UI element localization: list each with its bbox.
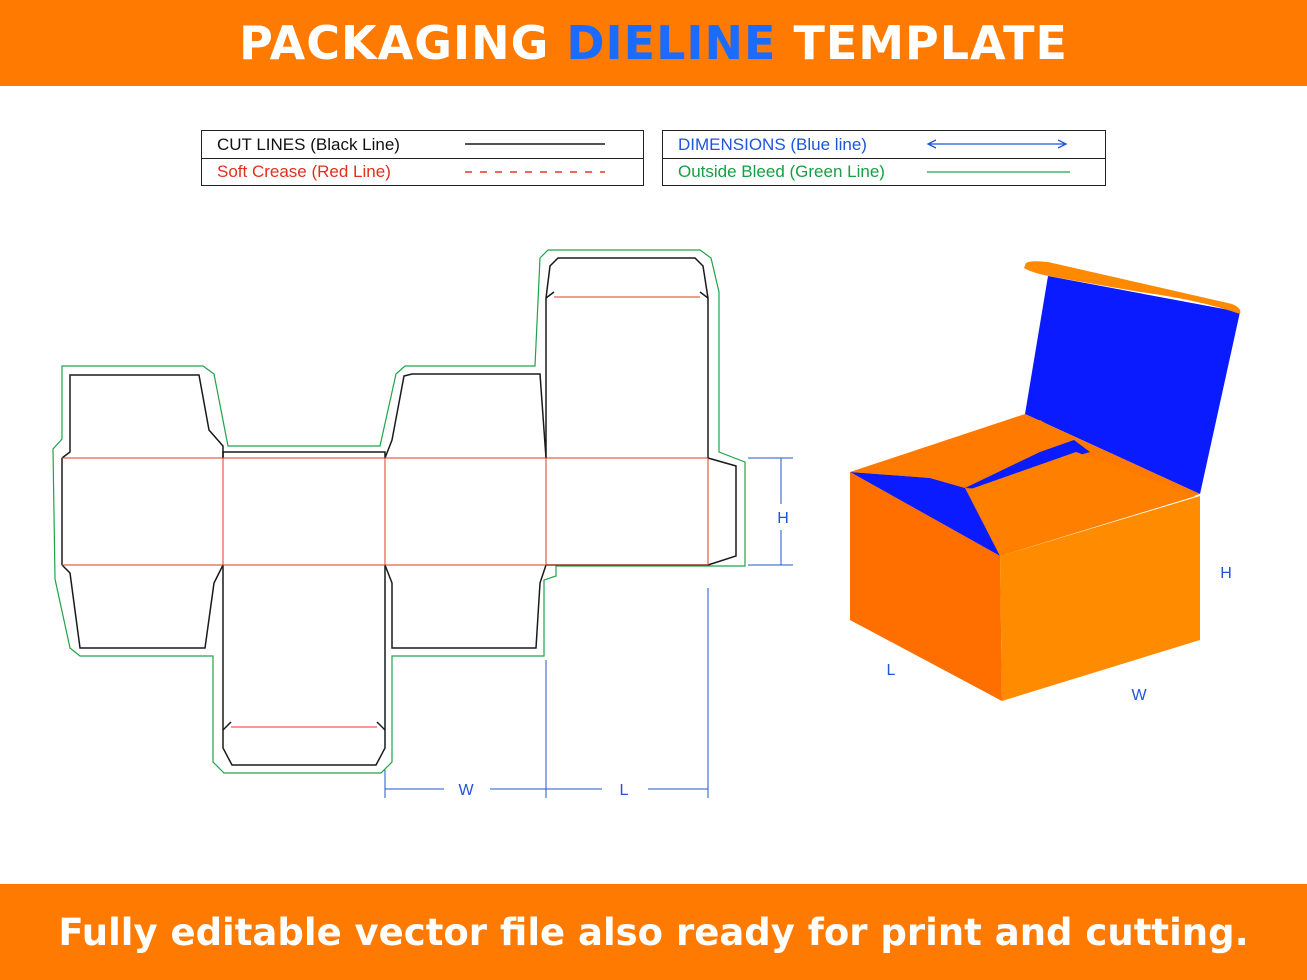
- box-face-right: [1000, 496, 1200, 701]
- dieline-flat: H W L: [52, 249, 793, 799]
- box-label-w: W: [1131, 687, 1147, 704]
- box-face-left: [850, 472, 1002, 701]
- cut-panel2-top: [222, 451, 386, 458]
- dim-label-h: H: [777, 510, 789, 527]
- box-inner-slot: [965, 440, 1090, 490]
- box-3d: H L W: [850, 261, 1241, 704]
- cut-panel3-bottom-flap: [384, 564, 547, 649]
- cut-bottom-tuck: [222, 565, 386, 766]
- legend-box-right: DIMENSIONS (Blue line) Outside Bleed (Gr…: [662, 130, 1106, 186]
- legend-label-dimensions: DIMENSIONS (Blue line): [678, 134, 867, 154]
- crease-lines: [62, 296, 709, 728]
- legend-swatch-bleed: [927, 171, 1070, 173]
- legend-row-cut: CUT LINES (Black Line): [202, 131, 643, 158]
- legend-row-bleed: Outside Bleed (Green Line): [663, 158, 1105, 185]
- dim-label-w: W: [458, 782, 474, 799]
- cut-top-lid: [545, 257, 709, 458]
- box-lid-lip: [1024, 261, 1241, 314]
- cut-left-top-flap: [61, 374, 224, 459]
- cut-panel3-top-flap: [384, 373, 547, 459]
- legend-label-crease: Soft Crease (Red Line): [217, 162, 391, 181]
- box-inner-flap-left-tip: [850, 420, 1074, 488]
- cut-left-bottom-flap: [61, 564, 224, 649]
- footer-caption: Fully editable vector file also ready fo…: [58, 910, 1249, 954]
- box-label-l: L: [887, 662, 896, 679]
- box-label-h: H: [1220, 565, 1232, 582]
- legend-box-left: CUT LINES (Black Line) Soft Crease (Red …: [201, 130, 644, 186]
- legend-row-dimensions: DIMENSIONS (Blue line): [663, 131, 1105, 158]
- dim-label-l: L: [620, 782, 629, 799]
- legend-row-crease: Soft Crease (Red Line): [202, 158, 643, 185]
- legend-label-bleed: Outside Bleed (Green Line): [678, 162, 885, 181]
- cut-top-lid-slit-l: [545, 291, 555, 299]
- cut-bottom-tuck-slit-r: [376, 721, 386, 731]
- cut-bottom-tuck-slit-l: [222, 721, 232, 731]
- bleed-outline: [52, 249, 746, 774]
- page-title: PACKAGING DIELINE TEMPLATE: [239, 16, 1068, 70]
- footer-banner: Fully editable vector file also ready fo…: [0, 884, 1307, 980]
- box-lid-inside: [1025, 276, 1240, 494]
- cut-lines: [61, 257, 737, 766]
- header-banner: PACKAGING DIELINE TEMPLATE: [0, 0, 1307, 86]
- box-inner-flap-right: [968, 452, 1196, 556]
- legend-label-cut: CUT LINES (Black Line): [217, 134, 400, 154]
- title-part-packaging: PACKAGING: [239, 16, 550, 70]
- dimension-lines: [384, 457, 793, 798]
- title-part-template: TEMPLATE: [793, 16, 1068, 70]
- cut-top-lid-slit-r: [699, 291, 709, 299]
- cut-right-tab: [707, 457, 737, 566]
- legend-swatch-cut: [465, 143, 605, 145]
- legend-swatch-dimensions: [926, 139, 1068, 149]
- title-part-dieline: DIELINE: [566, 16, 777, 70]
